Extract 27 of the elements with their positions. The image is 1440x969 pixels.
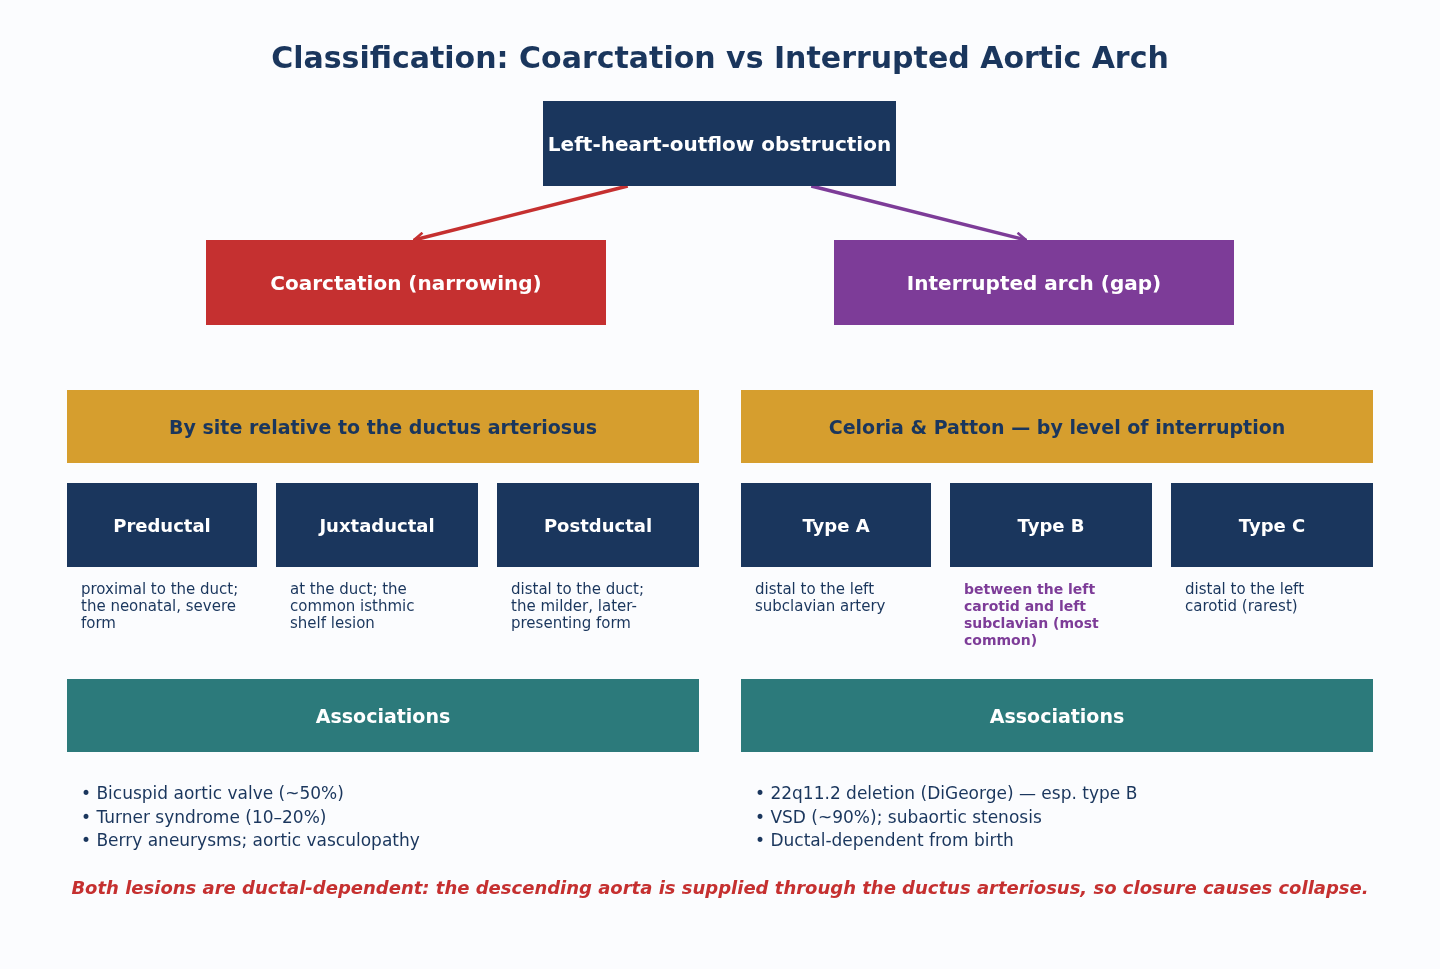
title: Classification: Coarctation vs Interrupted Aortic Arch (270, 40, 1170, 75)
description-text: distal to the left carotid (rarest) (1185, 581, 1306, 615)
bullet-item: • Bicuspid aortic valve (~50%) (81, 782, 345, 805)
header-band: Celoria & Patton — by level of interruption (741, 390, 1373, 463)
description-text: distal to the duct; the milder, later-presenting form (511, 581, 645, 632)
type-box: Type B (950, 483, 1152, 567)
bullet-item: • Berry aneurysms; aortic vasculopathy (81, 829, 420, 852)
bullet-item: • VSD (~90%); subaortic stenosis (755, 805, 1043, 829)
bullet-item: • Turner syndrome (10–20%) (81, 805, 328, 829)
description-text: proximal to the duct; the neonatal, severe form (81, 581, 240, 632)
type-box: Preductal (67, 483, 257, 567)
footnote: Both lesions are ductal-dependent: the descending aorta is supplied through the ductus arteriosus, so closure causes collapse. (70, 877, 1370, 898)
type-box: Postductal (497, 483, 699, 567)
header-band: By site relative to the ductus arteriosus (67, 390, 699, 463)
type-box: Juxtaductal (276, 483, 478, 567)
description-text: between the left carotid and left subclavian (most common) (964, 581, 1100, 649)
type-box: Type A (741, 483, 931, 567)
root-box: Left-heart-outflow obstruction (543, 101, 896, 186)
category-box: Interrupted arch (gap) (834, 240, 1234, 325)
associations-band: Associations (67, 679, 699, 752)
type-box: Type C (1171, 483, 1373, 567)
bullet-item: • 22q11.2 deletion (DiGeorge) — esp. type B (755, 782, 1138, 805)
description-text: at the duct; the common isthmic shelf lesion (290, 581, 416, 632)
associations-band: Associations (741, 679, 1373, 752)
bullet-item: • Ductal-dependent from birth (755, 829, 1015, 852)
category-box: Coarctation (narrowing) (206, 240, 606, 325)
description-text: distal to the left subclavian artery (755, 581, 887, 615)
